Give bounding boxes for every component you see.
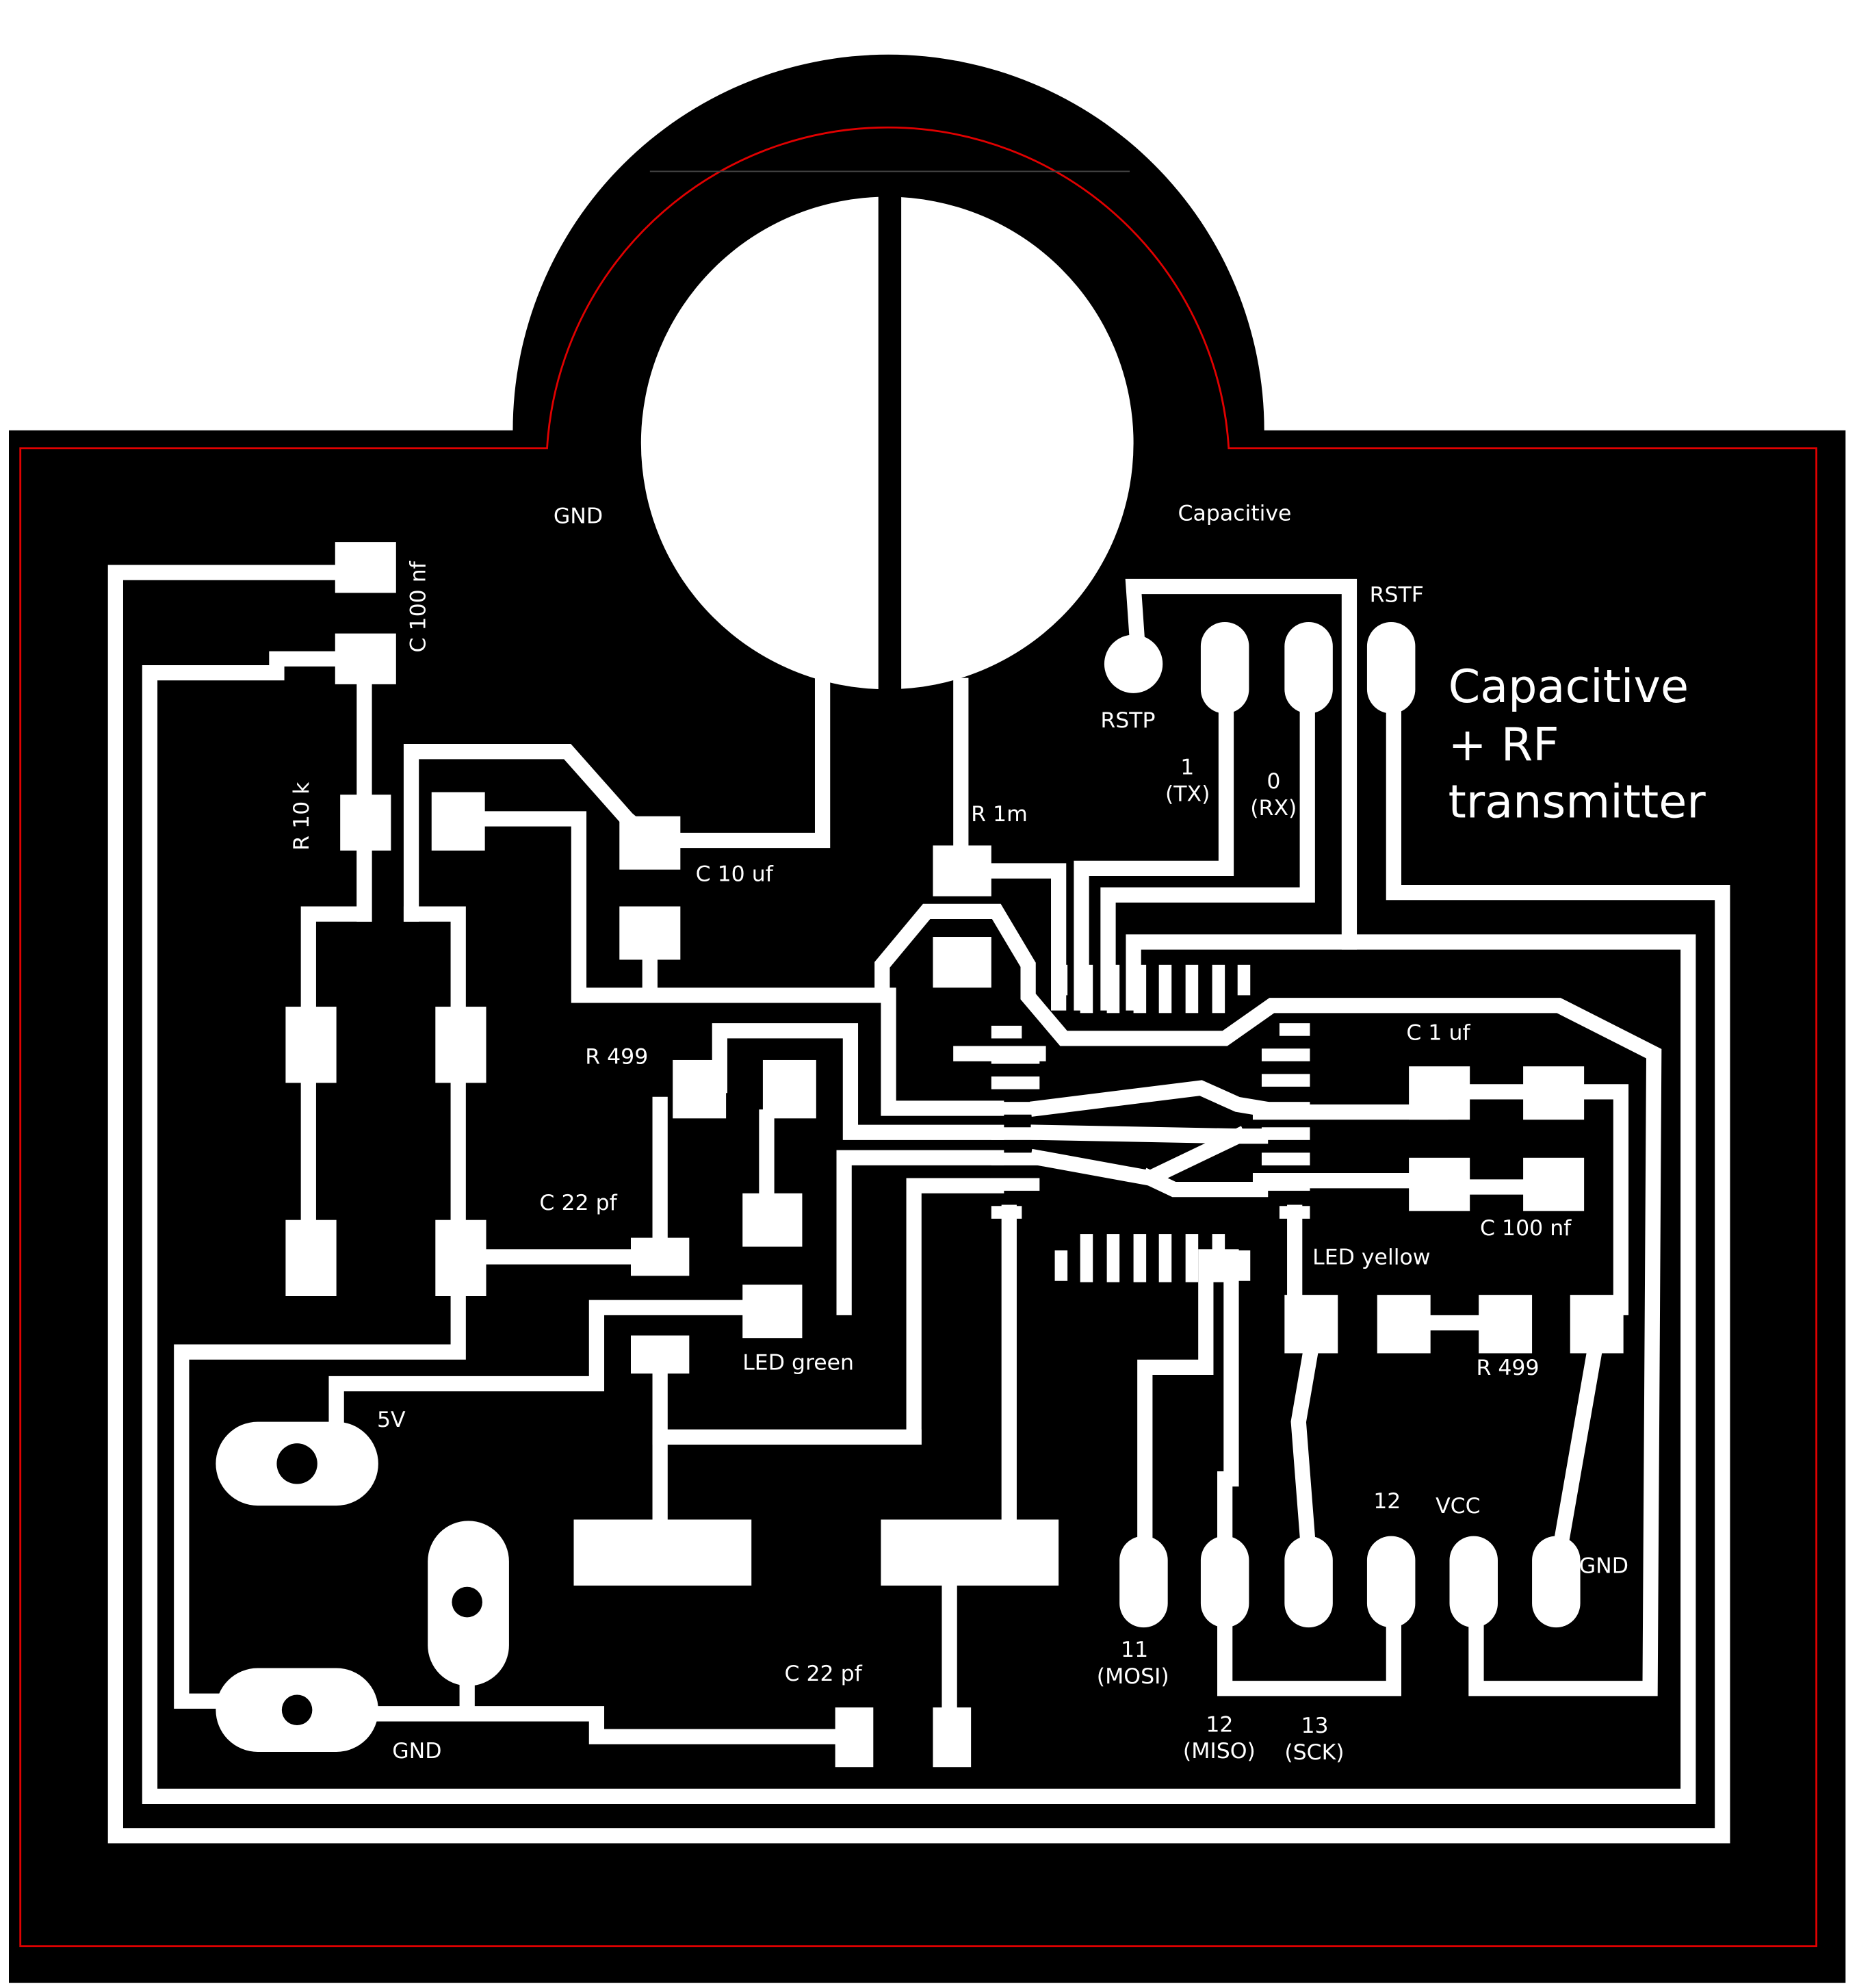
pad-rstp — [1104, 634, 1163, 693]
pad-led-y-a — [1284, 1295, 1338, 1354]
label-c22pf-bottom: C 22 pf — [784, 1662, 862, 1686]
pad-c100nf-a — [335, 542, 396, 593]
label-pin11-sub: (MOSI) — [1097, 1664, 1169, 1689]
label-r499-right: R 499 — [1476, 1356, 1539, 1380]
pad-c1uf-b — [1523, 1066, 1585, 1120]
pad-reg-a — [573, 1519, 752, 1586]
capacitive-electrode — [640, 165, 1134, 692]
pad-c22pf-a — [630, 1237, 690, 1276]
label-c22pf-mid: C 22 pf — [539, 1191, 617, 1215]
title-line-2: + RF — [1449, 718, 1559, 771]
pad-left-a — [431, 792, 485, 851]
pad-r499-a — [673, 1059, 727, 1119]
label-c100nf-left: C 100 nf — [406, 560, 430, 652]
pad-c1uf-a — [1409, 1066, 1470, 1120]
pad-c22pf-d — [933, 1707, 972, 1768]
label-c1uf: C 1 uf — [1406, 1020, 1470, 1045]
pad-c100nf-r-b — [1523, 1157, 1585, 1211]
pad-r1m-b — [933, 937, 991, 988]
title-line-1: Capacitive — [1449, 660, 1689, 713]
label-pin0: 0 — [1267, 769, 1280, 794]
label-pin11: 11 — [1121, 1638, 1148, 1662]
pad-r1m-a — [933, 845, 991, 896]
copper-traces — [107, 565, 1730, 1844]
pad-crystal-b — [435, 1007, 486, 1083]
label-rstf: RSTF — [1370, 582, 1424, 607]
board-outline — [19, 126, 1817, 1948]
label-c100nf-right: C 100 nf — [1480, 1216, 1572, 1241]
label-pin12-miso-sub: (MISO) — [1183, 1739, 1256, 1764]
title-line-3: transmitter — [1449, 775, 1706, 829]
pad-c100nf-r-a — [1409, 1157, 1470, 1211]
label-c10uf: C 10 uf — [696, 862, 774, 886]
pad-crystal-c — [285, 1219, 337, 1297]
label-gnd-top: GND — [554, 504, 603, 528]
pad-r10k — [340, 795, 391, 851]
label-pin12-miso: 12 — [1206, 1712, 1233, 1737]
label-pin0-sub: (RX) — [1250, 796, 1297, 821]
label-r1m: R 1m — [971, 802, 1028, 827]
silkscreen-labels: GND Capacitive RSTF RSTP C 100 nf R 10 k… — [289, 502, 1628, 1766]
pad-led-g-a — [742, 1193, 803, 1247]
label-gnd-right: GND — [1579, 1553, 1628, 1578]
label-pin12-top: 12 — [1373, 1489, 1401, 1514]
pad-c10uf-a — [619, 816, 681, 870]
label-vcc: VCC — [1436, 1494, 1481, 1519]
pad-c22pf-b — [630, 1335, 690, 1374]
label-pin1-sub: (TX) — [1165, 782, 1210, 807]
pad-led-g-b — [742, 1285, 803, 1339]
label-led-green: LED green — [742, 1351, 854, 1376]
board-substrate — [9, 54, 1846, 1983]
label-r10k: R 10 k — [289, 782, 314, 851]
pad-led-y-b — [1570, 1295, 1624, 1354]
label-pin13-sub: (SCK) — [1284, 1740, 1344, 1765]
pad-c10uf-b — [619, 906, 681, 960]
pad-r499-r-b — [1479, 1295, 1533, 1354]
label-r499-left: R 499 — [585, 1045, 648, 1070]
pad-r499-r-a — [1377, 1295, 1431, 1354]
label-capacitive: Capacitive — [1178, 502, 1292, 526]
pad-reg-b — [881, 1519, 1059, 1586]
label-pin13: 13 — [1301, 1714, 1328, 1738]
label-gnd-bottom: GND — [392, 1739, 441, 1764]
board-title: Capacitive + RF transmitter — [1449, 660, 1706, 829]
drill-holes — [276, 1443, 482, 1726]
label-led-yellow: LED yellow — [1312, 1245, 1430, 1270]
pad-c100nf-b — [335, 633, 396, 684]
label-5v: 5V — [377, 1408, 406, 1432]
label-rstp: RSTP — [1100, 708, 1155, 733]
pad-r499-b — [762, 1059, 816, 1119]
pad-crystal-a — [285, 1007, 337, 1083]
label-pin1: 1 — [1180, 756, 1194, 780]
pad-crystal-d — [435, 1219, 486, 1297]
pad-c22pf-c — [835, 1707, 874, 1768]
